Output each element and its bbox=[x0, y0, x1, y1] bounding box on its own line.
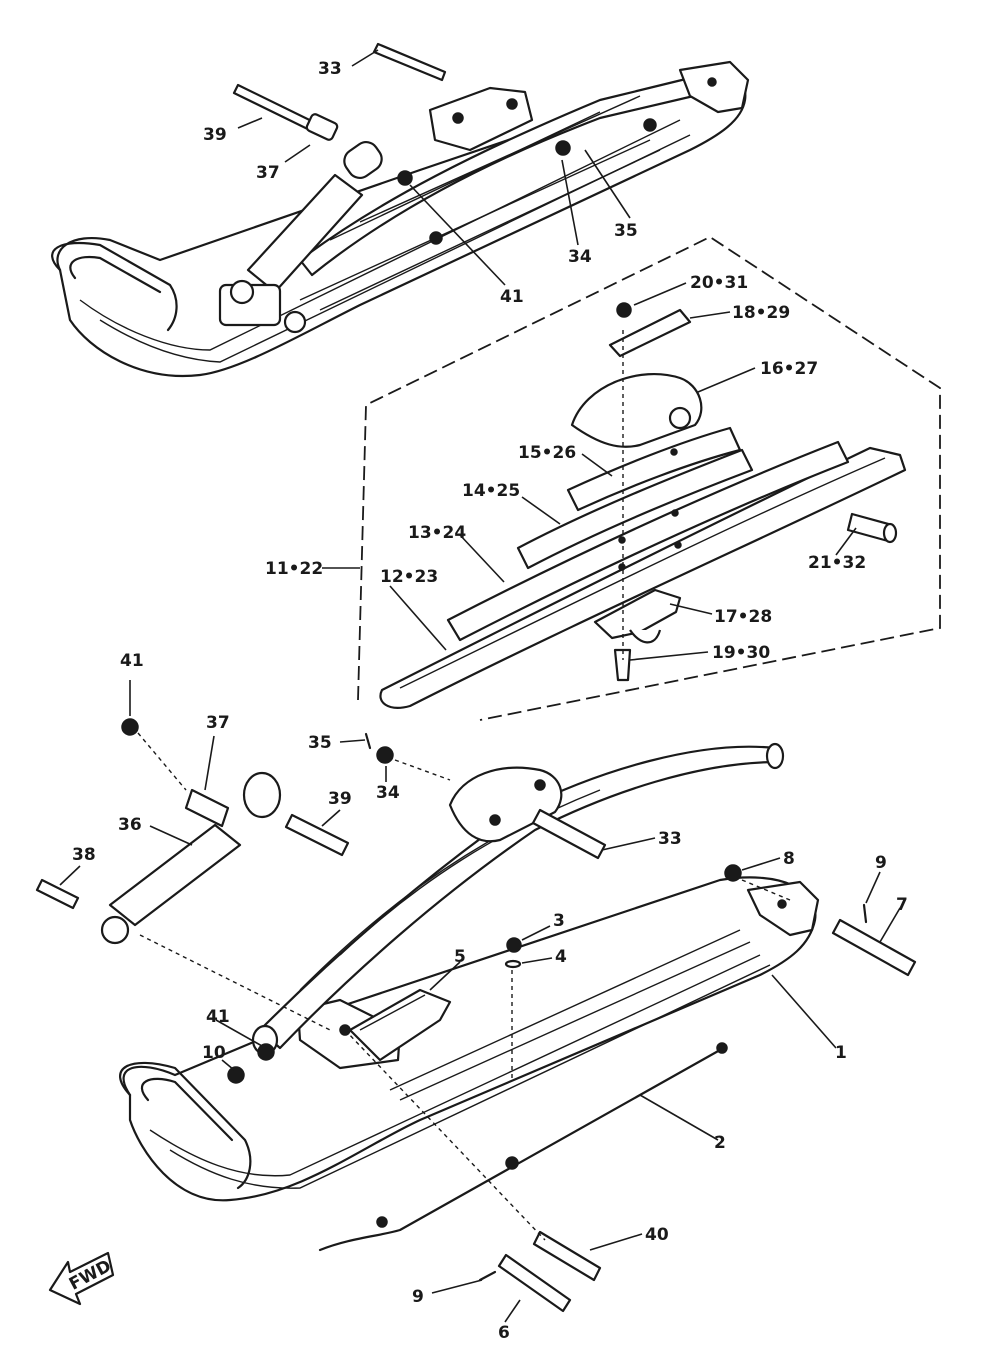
bolt-39 bbox=[284, 813, 350, 857]
callout-7: 7 bbox=[896, 895, 908, 915]
callout-40: 40 bbox=[645, 1225, 669, 1245]
bolt-40 bbox=[532, 1230, 602, 1282]
wear-bar-2 bbox=[318, 1048, 722, 1252]
callout-10: 10 bbox=[202, 1043, 226, 1063]
callout-35: 35 bbox=[614, 221, 638, 241]
top-ski-assembly bbox=[51, 42, 750, 378]
top-ski-loop-handle bbox=[51, 241, 178, 332]
callout-5: 5 bbox=[454, 947, 466, 967]
callout-2: 2 bbox=[714, 1133, 726, 1153]
callout-41-ski: 41 bbox=[206, 1007, 230, 1027]
callout-20-31: 20•31 bbox=[690, 273, 748, 293]
callout-37: 37 bbox=[256, 163, 280, 183]
callout-33-lower: 33 bbox=[658, 829, 682, 849]
callout-38: 38 bbox=[72, 845, 96, 865]
leaf-13-24 bbox=[446, 440, 850, 642]
callout-37-lower: 37 bbox=[206, 713, 230, 733]
leaf-15-26 bbox=[566, 426, 742, 512]
lower-ski-assembly bbox=[35, 718, 917, 1313]
pin-6 bbox=[497, 1253, 572, 1313]
plate-18-29 bbox=[608, 308, 692, 358]
spring-bracket-5 bbox=[348, 988, 452, 1062]
bolt-33 bbox=[531, 808, 607, 860]
callout-19-30: 19•30 bbox=[712, 643, 770, 663]
callout-17-28: 17•28 bbox=[714, 607, 772, 627]
lower-leaders bbox=[59, 680, 901, 1323]
callout-21-32: 21•32 bbox=[808, 553, 866, 573]
exploded-spring-boundary bbox=[357, 235, 941, 721]
ski-loop-handle bbox=[119, 1061, 252, 1190]
callout-36: 36 bbox=[118, 815, 142, 835]
callout-8: 8 bbox=[783, 849, 795, 869]
ski-runner-1 bbox=[122, 876, 817, 1202]
callout-1: 1 bbox=[835, 1043, 847, 1063]
exploded-leaf-spring-stack bbox=[379, 302, 907, 709]
callout-9-lower: 9 bbox=[412, 1287, 424, 1307]
callout-16-27: 16•27 bbox=[760, 359, 818, 379]
leaf-12-23 bbox=[379, 446, 907, 709]
callout-6: 6 bbox=[498, 1323, 510, 1343]
top-bolt-33 bbox=[372, 42, 447, 82]
callout-39-lower: 39 bbox=[328, 789, 352, 809]
callout-4: 4 bbox=[555, 947, 567, 967]
leaf-14-25 bbox=[516, 448, 754, 570]
callout-18-29: 18•29 bbox=[732, 303, 790, 323]
callout-13-24: 13•24 bbox=[408, 523, 466, 543]
forward-arrow-icon: FWD bbox=[48, 1251, 115, 1306]
bolt-7 bbox=[831, 918, 917, 977]
exploded-leaders bbox=[322, 282, 857, 661]
clamp-17-28 bbox=[593, 588, 682, 640]
callout-14-25: 14•25 bbox=[462, 481, 520, 501]
bolt-19-30 bbox=[613, 648, 632, 682]
callout-11-22: 11•22 bbox=[265, 559, 323, 579]
callout-35-lower: 35 bbox=[308, 733, 332, 753]
callout-33: 33 bbox=[318, 59, 342, 79]
callout-3: 3 bbox=[553, 911, 565, 931]
callout-39: 39 bbox=[203, 125, 227, 145]
callout-34-lower: 34 bbox=[376, 783, 400, 803]
callout-34: 34 bbox=[568, 247, 592, 267]
callout-12-23: 12•23 bbox=[380, 567, 438, 587]
callout-15-26: 15•26 bbox=[518, 443, 576, 463]
shock-absorber-36 bbox=[108, 823, 242, 927]
callout-41-lower: 41 bbox=[120, 651, 144, 671]
callout-41: 41 bbox=[500, 287, 524, 307]
top-leaders bbox=[237, 49, 631, 286]
callout-9-upper: 9 bbox=[875, 853, 887, 873]
bushing-37 bbox=[184, 788, 230, 828]
clamp-plate-16-27 bbox=[570, 373, 703, 448]
callout-labels: 33 39 37 41 34 35 20•31 18•29 16•27 15•2… bbox=[72, 59, 908, 1343]
